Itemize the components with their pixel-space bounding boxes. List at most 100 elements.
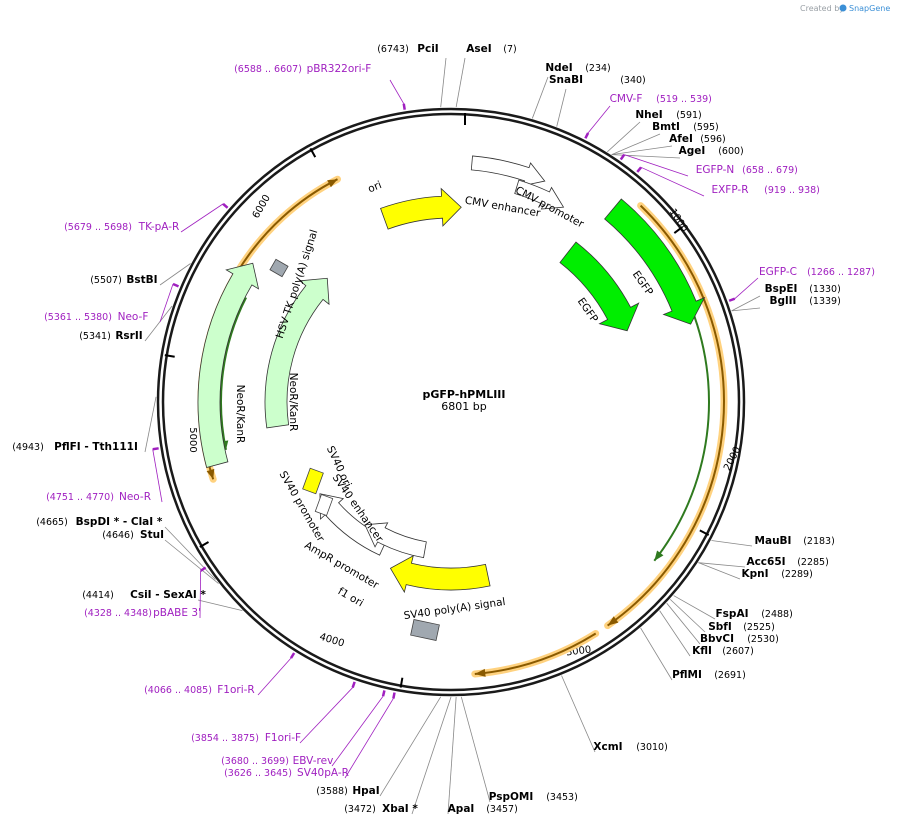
- primer-marker: [199, 566, 207, 572]
- tick-mark: [199, 541, 210, 548]
- egfp-inner-arc-head: [654, 550, 664, 561]
- tick-mark: [399, 677, 404, 688]
- feature-box: [410, 618, 440, 642]
- primer-leader-line: [180, 203, 224, 233]
- feature-label: f1 ori: [336, 585, 366, 609]
- plasmid-name: pGFP-hPMLIII: [423, 388, 506, 401]
- site-leader-line: [698, 562, 746, 568]
- primer-position: (4751 .. 4770): [46, 492, 114, 503]
- feature-box: [302, 467, 324, 495]
- site-leader-lines: [144, 57, 761, 815]
- primer-marker: [636, 166, 643, 173]
- site-position: (2488): [761, 609, 793, 620]
- site-name: StuI: [140, 529, 164, 541]
- site-position: (6743): [377, 44, 409, 55]
- site-leader-line: [611, 133, 661, 155]
- site-position: (234): [585, 63, 611, 74]
- site-leader-line: [460, 696, 491, 803]
- primer-position: (3680 .. 3699): [221, 756, 289, 767]
- site-position: (2525): [743, 622, 775, 633]
- site-leader-line: [164, 539, 219, 584]
- site-position: (4646): [102, 530, 134, 541]
- primer-leader-line: [587, 105, 611, 134]
- site-leader-line: [711, 540, 753, 547]
- site-leader-line: [640, 627, 673, 681]
- tick-mark: [309, 147, 317, 158]
- tick-label: 5000: [187, 427, 198, 452]
- primer-name: F1ori-R: [217, 684, 254, 696]
- site-position: (2183): [803, 536, 835, 547]
- site-position: (591): [676, 110, 702, 121]
- site-leader-line: [731, 307, 761, 312]
- feature-label: EGFP: [630, 269, 655, 298]
- site-position: (596): [700, 134, 726, 145]
- primer-leader-line: [624, 154, 689, 177]
- site-leader-line: [611, 145, 673, 155]
- tick-mark: [673, 226, 683, 234]
- primer-position: (4066 .. 4085): [144, 685, 212, 696]
- site-leader-line: [531, 76, 549, 119]
- feature-label: NeoR/KanR: [287, 373, 299, 432]
- primer-marker: [619, 153, 626, 161]
- site-name: AseI: [466, 43, 491, 55]
- primer-name: Neo-F: [118, 311, 149, 323]
- site-name: AgeI: [679, 145, 706, 157]
- tick-label: 4000: [318, 632, 346, 650]
- feature-arrow: [264, 277, 330, 429]
- site-name: NheI: [635, 109, 662, 121]
- site-leader-line: [669, 599, 706, 633]
- tick-label: 6000: [251, 193, 273, 221]
- site-name: KflI: [692, 645, 712, 657]
- restriction-sites: PciI(6743)AseI(7)NdeI(234)SnaBI(340)NheI…: [12, 43, 841, 815]
- site-leader-line: [666, 602, 701, 645]
- primer-marker: [402, 103, 406, 110]
- site-leader-line: [411, 696, 452, 815]
- site-position: (5341): [79, 331, 111, 342]
- primer-position: (919 .. 938): [764, 185, 820, 196]
- primer-name: TK-pA-R: [138, 221, 180, 233]
- site-leader-line: [440, 57, 447, 108]
- site-position: (3472): [344, 804, 376, 815]
- site-leader-line: [607, 121, 641, 153]
- site-name: BglII: [770, 295, 797, 307]
- primer-name: CMV-F: [610, 93, 643, 105]
- site-name: AfeI: [669, 133, 693, 145]
- site-position: (2289): [781, 569, 813, 580]
- orf-arc-left-head: [206, 468, 215, 480]
- site-position: (4665): [36, 517, 68, 528]
- primer-position: (1266 .. 1287): [807, 267, 875, 278]
- site-position: (2691): [714, 670, 746, 681]
- site-name: BspEI: [765, 283, 798, 295]
- primer-name: SV40pA-R: [297, 767, 349, 779]
- site-leader-line: [455, 57, 466, 108]
- tick-label: 2000: [722, 445, 743, 473]
- site-leader-line: [159, 263, 191, 286]
- tick-mark: [699, 529, 710, 536]
- primer-name: pBR322ori-F: [307, 63, 372, 75]
- primer-leader-line: [640, 166, 705, 197]
- primer-marker: [152, 447, 159, 451]
- site-name: PciI: [417, 43, 438, 55]
- site-name: BstBI: [126, 274, 157, 286]
- primer-position: (658 .. 679): [742, 165, 798, 176]
- feature-arrow: [559, 241, 640, 332]
- site-position: (3010): [636, 742, 668, 753]
- primer-leader-line: [199, 570, 202, 619]
- site-leader-line: [556, 88, 567, 127]
- primer-leader-line: [159, 283, 174, 323]
- site-position: (4414): [82, 590, 114, 601]
- egfp-orf-arc: [607, 204, 725, 627]
- primer-leader-line: [389, 79, 405, 104]
- primer-name: EGFP-C: [759, 266, 797, 278]
- tick-label: 1000: [667, 207, 690, 234]
- feature-arrow: [470, 155, 546, 187]
- primer-leader-line: [734, 277, 759, 300]
- feature-box: [269, 258, 289, 278]
- site-position: (600): [718, 146, 744, 157]
- primer-leader-line: [257, 657, 292, 696]
- primer-marker: [392, 692, 396, 699]
- credit-brand: SnapGene: [849, 4, 890, 13]
- site-name: BmtI: [652, 121, 680, 133]
- backbone-outer: [156, 107, 746, 697]
- site-name: RsrII: [115, 330, 142, 342]
